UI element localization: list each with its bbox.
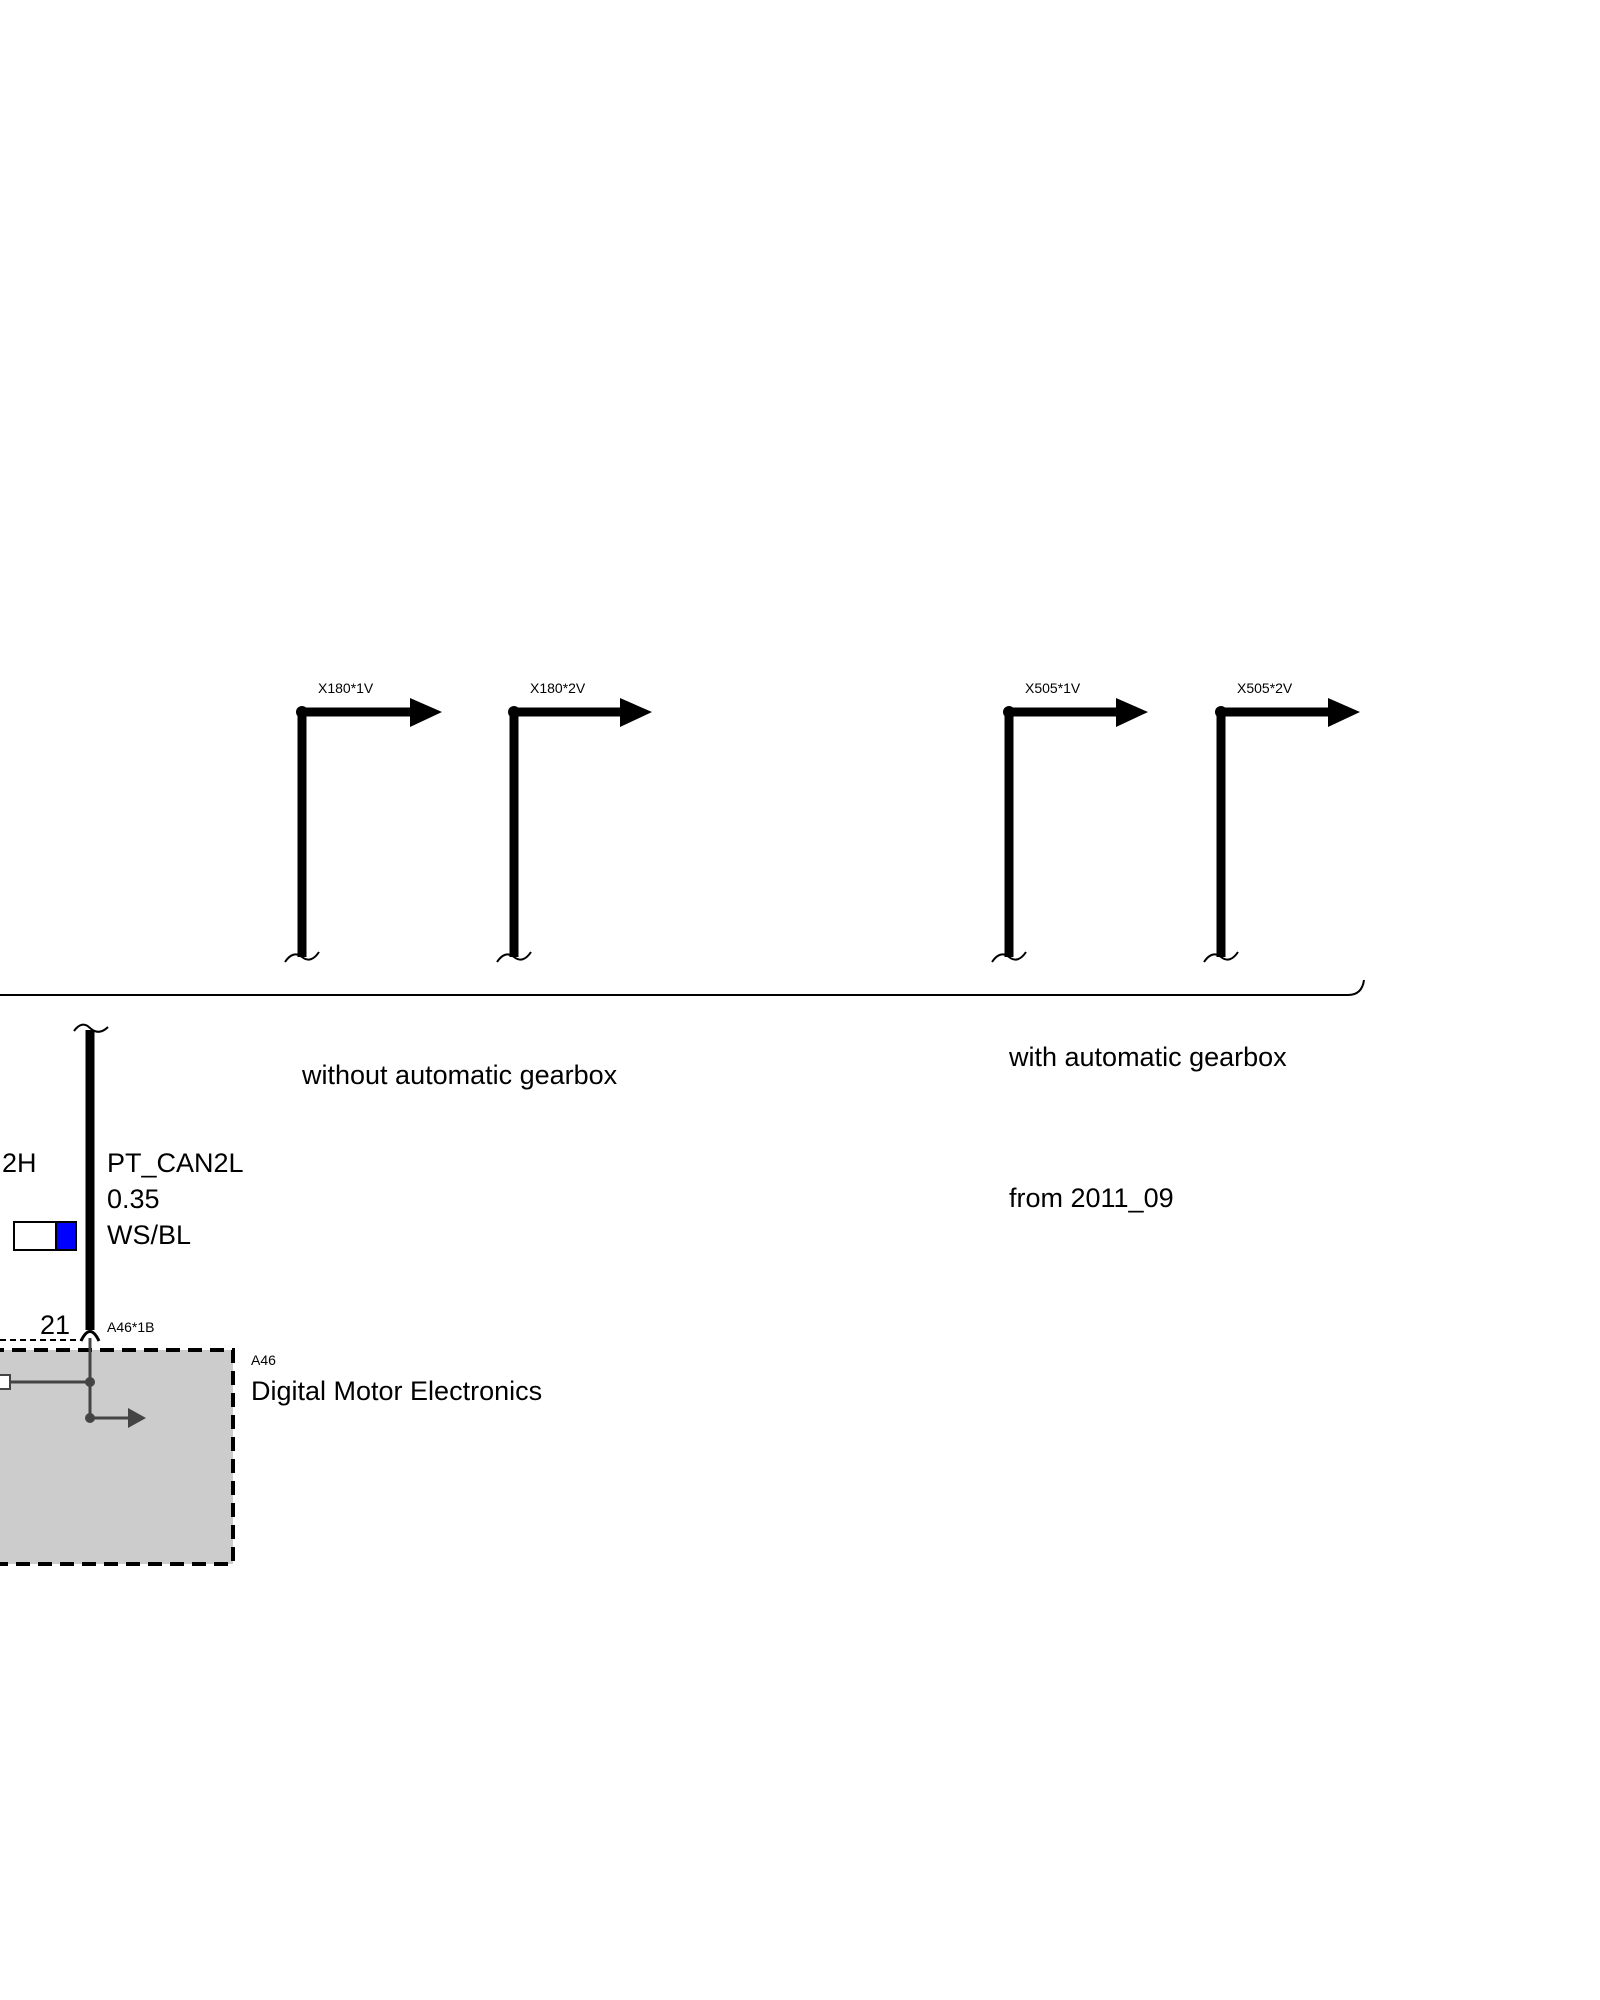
variant-bracket-line <box>0 979 1365 996</box>
note-without-automatic-gearbox: without automatic gearbox <box>301 1060 618 1090</box>
component-a46[interactable] <box>0 1338 235 1566</box>
internal-arrow-head <box>128 1408 146 1428</box>
component-ref-label: A46 <box>251 1352 276 1368</box>
note-with-automatic-gearbox: with automatic gearbox <box>1008 1042 1287 1072</box>
wire-left-partial-label: 2H <box>2 1148 37 1178</box>
connector-x505-1v[interactable]: X505*1V <box>991 680 1148 963</box>
internal-junction-dot <box>85 1377 95 1387</box>
pin-number-label: 21 <box>40 1310 70 1340</box>
connector-x180-2v-label: X180*2V <box>530 680 586 696</box>
component-a46-box <box>0 1348 235 1566</box>
wire-color-code-label: WS/BL <box>107 1220 191 1250</box>
wire-color-swatch <box>13 1221 77 1251</box>
arrow-head <box>620 698 652 727</box>
note-from-date: from 2011_09 <box>1009 1183 1174 1213</box>
arrow-head <box>1116 698 1148 727</box>
break-mark <box>496 951 532 963</box>
wire-crossover-hop <box>79 1330 101 1342</box>
arrow-head <box>410 698 442 727</box>
connector-x505-2v-label: X505*2V <box>1237 680 1293 696</box>
break-mark <box>284 951 320 963</box>
connector-x180-1v[interactable]: X180*1V <box>284 680 442 963</box>
component-name-label: Digital Motor Electronics <box>251 1376 542 1406</box>
swatch-primary-color <box>13 1221 57 1251</box>
connector-x505-1v-label: X505*1V <box>1025 680 1081 696</box>
swatch-stripe-color <box>55 1221 77 1251</box>
connector-x505-2v[interactable]: X505*2V <box>1203 680 1360 963</box>
pin-connector-ref-label: A46*1B <box>107 1319 154 1335</box>
break-mark <box>1203 951 1239 963</box>
wire-name-label: PT_CAN2L <box>107 1148 244 1178</box>
break-mark <box>991 951 1027 963</box>
wire-gauge-label: 0.35 <box>107 1184 160 1214</box>
connector-x180-1v-label: X180*1V <box>318 680 374 696</box>
break-mark <box>73 1023 109 1033</box>
internal-terminal-box <box>0 1374 11 1390</box>
connector-x180-2v[interactable]: X180*2V <box>496 680 652 963</box>
wire-pt-can2l[interactable] <box>73 1023 109 1342</box>
arrow-head <box>1328 698 1360 727</box>
